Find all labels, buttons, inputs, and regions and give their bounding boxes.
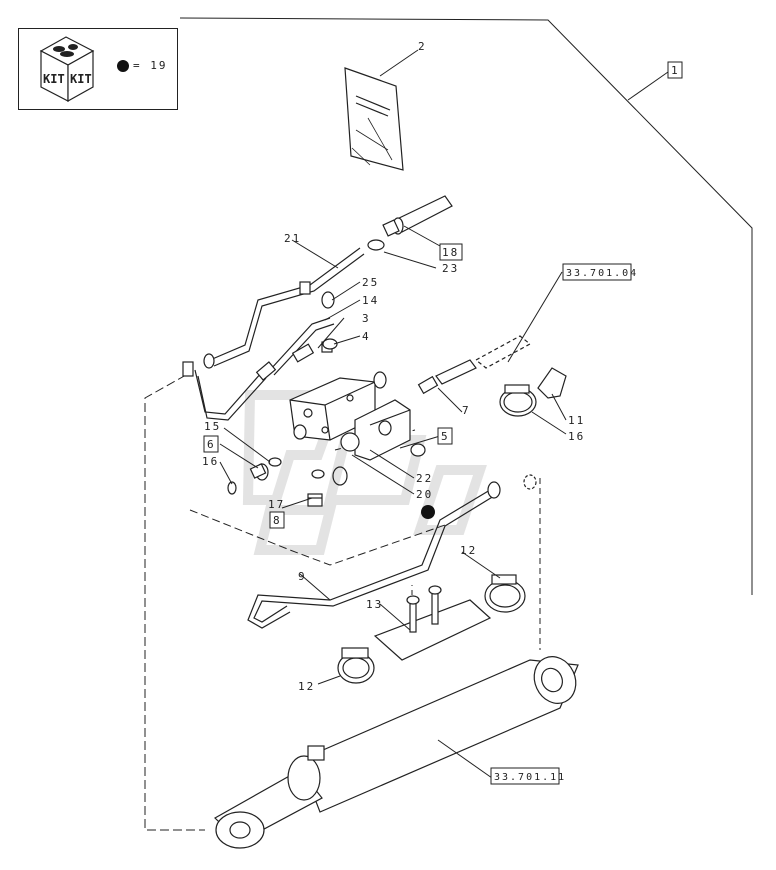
callout-box-5 (437, 427, 453, 445)
kit-marker-dot (421, 505, 435, 519)
callout-7: 7 (462, 404, 471, 417)
callout-15: 15 (204, 420, 221, 433)
callout-12-lower: 12 (298, 680, 315, 693)
kit-legend-box: KIT KIT = 19 (18, 28, 178, 110)
callout-22: 22 (416, 472, 433, 485)
callout-16-right: 16 (568, 430, 585, 443)
kit-legend-label: = 19 (133, 59, 168, 72)
reference-33-701-11[interactable]: 33.701.11 (494, 772, 566, 783)
callout-5: 5 (441, 430, 450, 443)
clamp-12-upper (484, 574, 526, 613)
reference-33-701-04[interactable]: 33.701.04 (566, 268, 638, 279)
hydraulic-cylinder (214, 656, 579, 849)
callout-box-8 (269, 511, 285, 529)
hose-14 (182, 291, 335, 421)
callout-11: 11 (568, 414, 585, 427)
clip-11 (537, 367, 567, 399)
leader-line-1b (627, 71, 669, 101)
callout-20: 20 (416, 488, 433, 501)
callout-box-18 (439, 243, 463, 261)
pipe-9 (247, 474, 537, 629)
callout-1: 1 (671, 64, 680, 77)
reference-box-top[interactable] (562, 263, 632, 281)
kit-legend-text: = 19 (117, 59, 168, 72)
callout-23: 23 (442, 262, 459, 275)
callout-3: 3 (362, 312, 371, 325)
dashed-base-line (189, 509, 446, 566)
callout-9: 9 (298, 570, 307, 583)
callout-2: 2 (418, 40, 427, 53)
dashed-assembly-line (144, 374, 205, 831)
small-parts (227, 457, 348, 507)
callout-17: 17 (268, 498, 285, 511)
fitting-7 (417, 335, 532, 395)
callout-4: 4 (362, 330, 371, 343)
adapter-part (367, 195, 453, 251)
callout-14: 14 (362, 294, 379, 307)
kit-label-right: KIT (70, 72, 92, 86)
callout-16-left: 16 (202, 455, 219, 468)
pipe-21 (203, 247, 365, 369)
callout-8: 8 (273, 514, 282, 527)
callout-12-upper: 12 (460, 544, 477, 557)
callout-13: 13 (366, 598, 383, 611)
clamp-16 (499, 384, 537, 417)
callout-box-6 (203, 435, 219, 453)
leader-line-1 (179, 17, 753, 595)
clamp-12-lower (337, 647, 375, 684)
callout-18: 18 (442, 246, 459, 259)
manual-part (344, 67, 404, 171)
callout-21-top: 21 (284, 232, 301, 245)
valve-block (289, 338, 426, 461)
callout-6: 6 (207, 438, 216, 451)
bracket-13 (373, 585, 492, 661)
kit-icon: KIT KIT (39, 36, 95, 103)
filled-dot-icon (117, 60, 129, 72)
callout-box-1 (667, 61, 683, 79)
reference-box-bottom[interactable] (490, 767, 560, 785)
kit-label-left: KIT (43, 72, 65, 86)
callout-25: 25 (362, 276, 379, 289)
